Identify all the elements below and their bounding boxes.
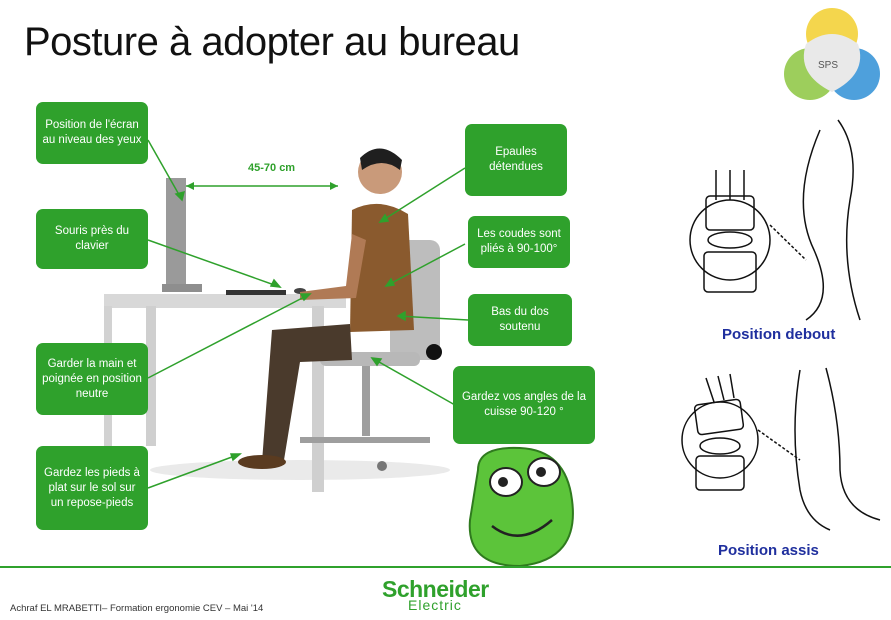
callout-neutral-wrist: Garder la main et poignée en position ne… bbox=[36, 343, 148, 415]
brand-name: Schneider bbox=[382, 576, 489, 602]
person-foot bbox=[238, 455, 286, 469]
caption-standing: Position debout bbox=[722, 326, 836, 343]
mascot bbox=[468, 446, 574, 568]
footer-author: Achraf EL MRABETTI– Formation ergonomie … bbox=[10, 603, 264, 614]
caption-sitting: Position assis bbox=[718, 542, 819, 559]
callout-elbows-angle: Les coudes sont pliés à 90-100° bbox=[468, 216, 570, 268]
callout-feet-flat: Gardez les pieds à plat sur le sol sur u… bbox=[36, 446, 148, 530]
sps-logo-label: SPS bbox=[818, 60, 839, 71]
callout-screen-position: Position de l'écran au niveau des yeux bbox=[36, 102, 148, 164]
person-torso bbox=[350, 203, 414, 332]
callout-mouse-near-keyboard: Souris près du clavier bbox=[36, 209, 148, 269]
distance-label: 45-70 cm bbox=[248, 162, 296, 174]
callout-thigh-angle: Gardez vos angles de la cuisse 90-120 ° bbox=[453, 366, 595, 444]
schneider-logo: Schneider Electric bbox=[382, 576, 512, 613]
sps-logo bbox=[784, 8, 880, 100]
monitor bbox=[166, 178, 186, 290]
callout-lower-back: Bas du dos soutenu bbox=[468, 294, 572, 346]
desk-top bbox=[104, 294, 346, 308]
keyboard bbox=[226, 290, 286, 295]
brand-subname: Electric bbox=[408, 597, 462, 613]
slide-title: Posture à adopter au bureau bbox=[24, 20, 520, 64]
person-legs bbox=[262, 324, 352, 462]
callout-relaxed-shoulders: Epaules détendues bbox=[465, 124, 567, 196]
person-arm bbox=[300, 234, 366, 300]
spine-standing-diagram bbox=[689, 119, 861, 321]
spine-sitting-diagram bbox=[681, 367, 881, 531]
footer-divider bbox=[0, 566, 891, 568]
